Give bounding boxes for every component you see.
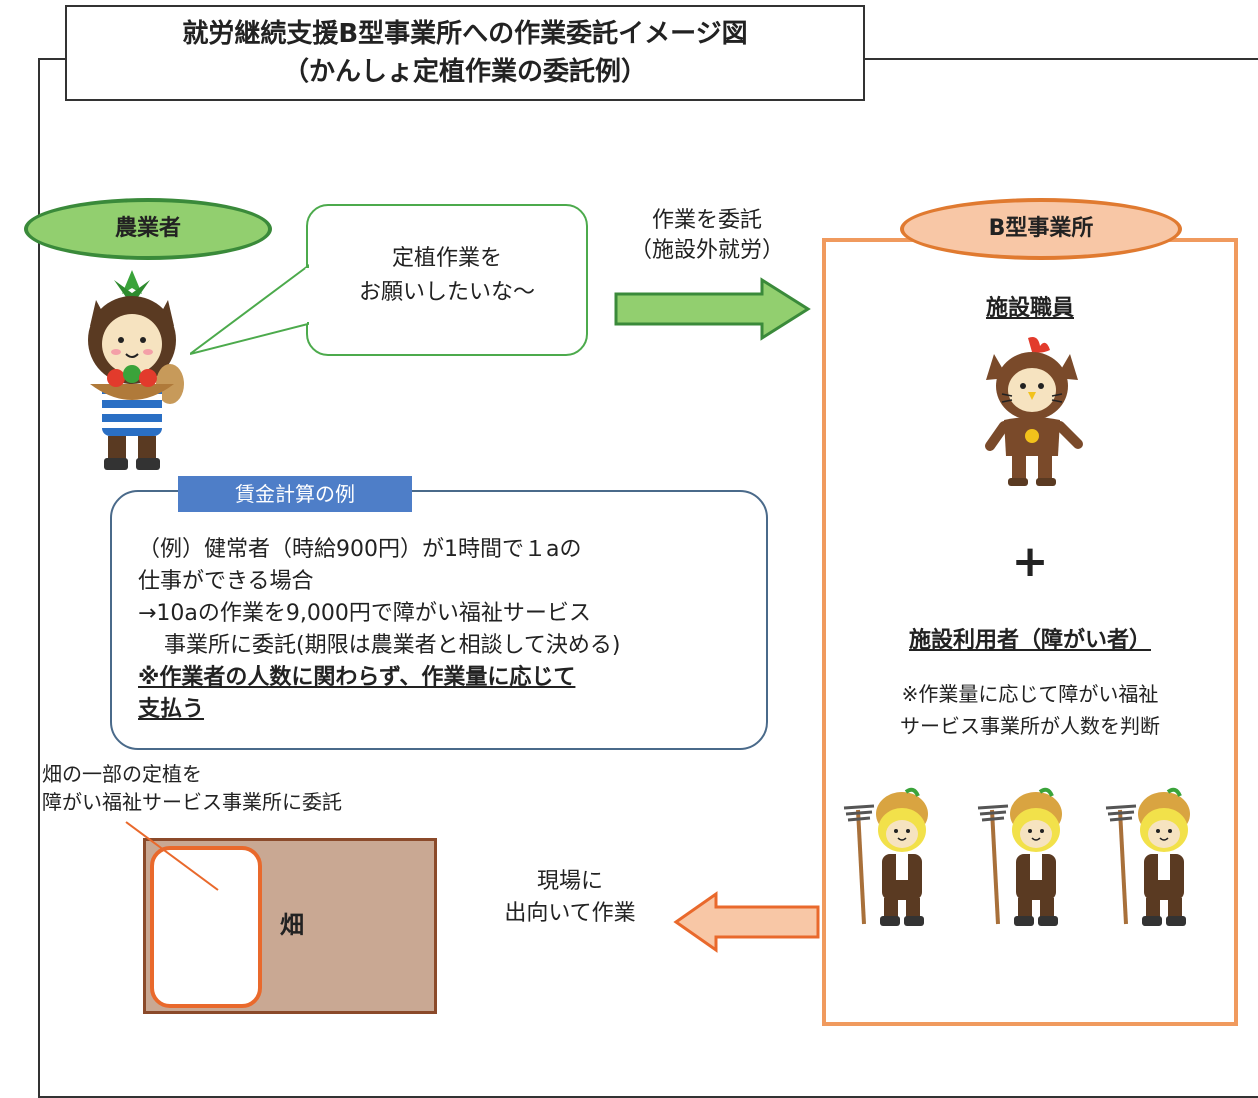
- wage-line1: （例）健常者（時給900円）が1時間で１aの: [138, 537, 582, 562]
- wage-example-text: （例）健常者（時給900円）が1時間で１aの 仕事ができる場合 →10aの作業を…: [138, 534, 758, 726]
- wage-line5: ※作業者の人数に関わらず、作業量に応じて: [138, 665, 576, 690]
- title-line2: （かんしょ定植作業の委託例）: [282, 57, 647, 87]
- farmer-mascot-illustration: [88, 270, 184, 470]
- farmer-label-oval: 農業者: [24, 198, 272, 260]
- worker-mascots-illustration: [843, 787, 1190, 926]
- wage-line2: 仕事ができる場合: [138, 569, 314, 594]
- speech-bubble: 定植作業を お願いしたいな～: [306, 204, 588, 356]
- speech-line2: お願いしたいな～: [358, 280, 535, 305]
- wage-line6: 支払う: [138, 697, 205, 722]
- site-line2: 出向いて作業: [504, 901, 636, 926]
- delegate-line1: 作業を委託: [651, 208, 762, 233]
- b-office-label-oval: B型事業所: [900, 198, 1182, 260]
- worker-mascot-3: [1105, 787, 1190, 926]
- b-office-label: B型事業所: [988, 216, 1094, 241]
- worker-mascot-1: [843, 787, 928, 926]
- delegate-arrow-right: [614, 277, 811, 341]
- field-label: 畑: [280, 911, 304, 939]
- wage-example-label: 賃金計算の例: [178, 476, 412, 512]
- delegate-arrow-label: 作業を委託 （施設外就労）: [612, 206, 802, 266]
- site-arrow-label: 現場に 出向いて作業: [470, 866, 670, 930]
- staff-mascot-illustration: [985, 337, 1083, 486]
- farmer-label: 農業者: [114, 216, 181, 241]
- staff-title: 施設職員: [985, 296, 1074, 321]
- field-note-line2: 障がい福祉サービス事業所に委託: [42, 790, 342, 814]
- title-box: 就労継続支援B型事業所への作業委託イメージ図 （かんしょ定植作業の委託例）: [65, 5, 865, 101]
- user-note-line1: ※作業量に応じて障がい福祉: [901, 682, 1159, 706]
- field-delegated-part: [150, 846, 262, 1008]
- user-note: ※作業量に応じて障がい福祉 サービス事業所が人数を判断: [822, 678, 1238, 742]
- field-note-line1: 畑の一部の定植を: [42, 762, 202, 786]
- user-title: 施設利用者（障がい者）: [908, 628, 1151, 653]
- speech-line1: 定植作業を: [391, 246, 502, 271]
- worker-mascot-2: [977, 787, 1062, 926]
- wage-example-box: [110, 490, 768, 750]
- delegate-line2: （施設外就労）: [629, 238, 784, 263]
- speech-bubble-tail: [190, 264, 311, 355]
- site-arrow-left: [673, 891, 820, 953]
- wage-line3: →10aの作業を9,000円で障がい福祉サービス: [138, 601, 591, 626]
- site-line1: 現場に: [536, 869, 603, 894]
- title-line1: 就労継続支援B型事業所への作業委託イメージ図: [182, 19, 748, 49]
- field-note: 畑の一部の定植を 障がい福祉サービス事業所に委託: [42, 760, 462, 816]
- field-note-leader-line: [125, 821, 219, 891]
- plus-sign: +: [1011, 536, 1049, 587]
- wage-line4: 事業所に委託(期限は農業者と相談して決める): [164, 633, 621, 658]
- user-note-line2: サービス事業所が人数を判断: [900, 714, 1160, 738]
